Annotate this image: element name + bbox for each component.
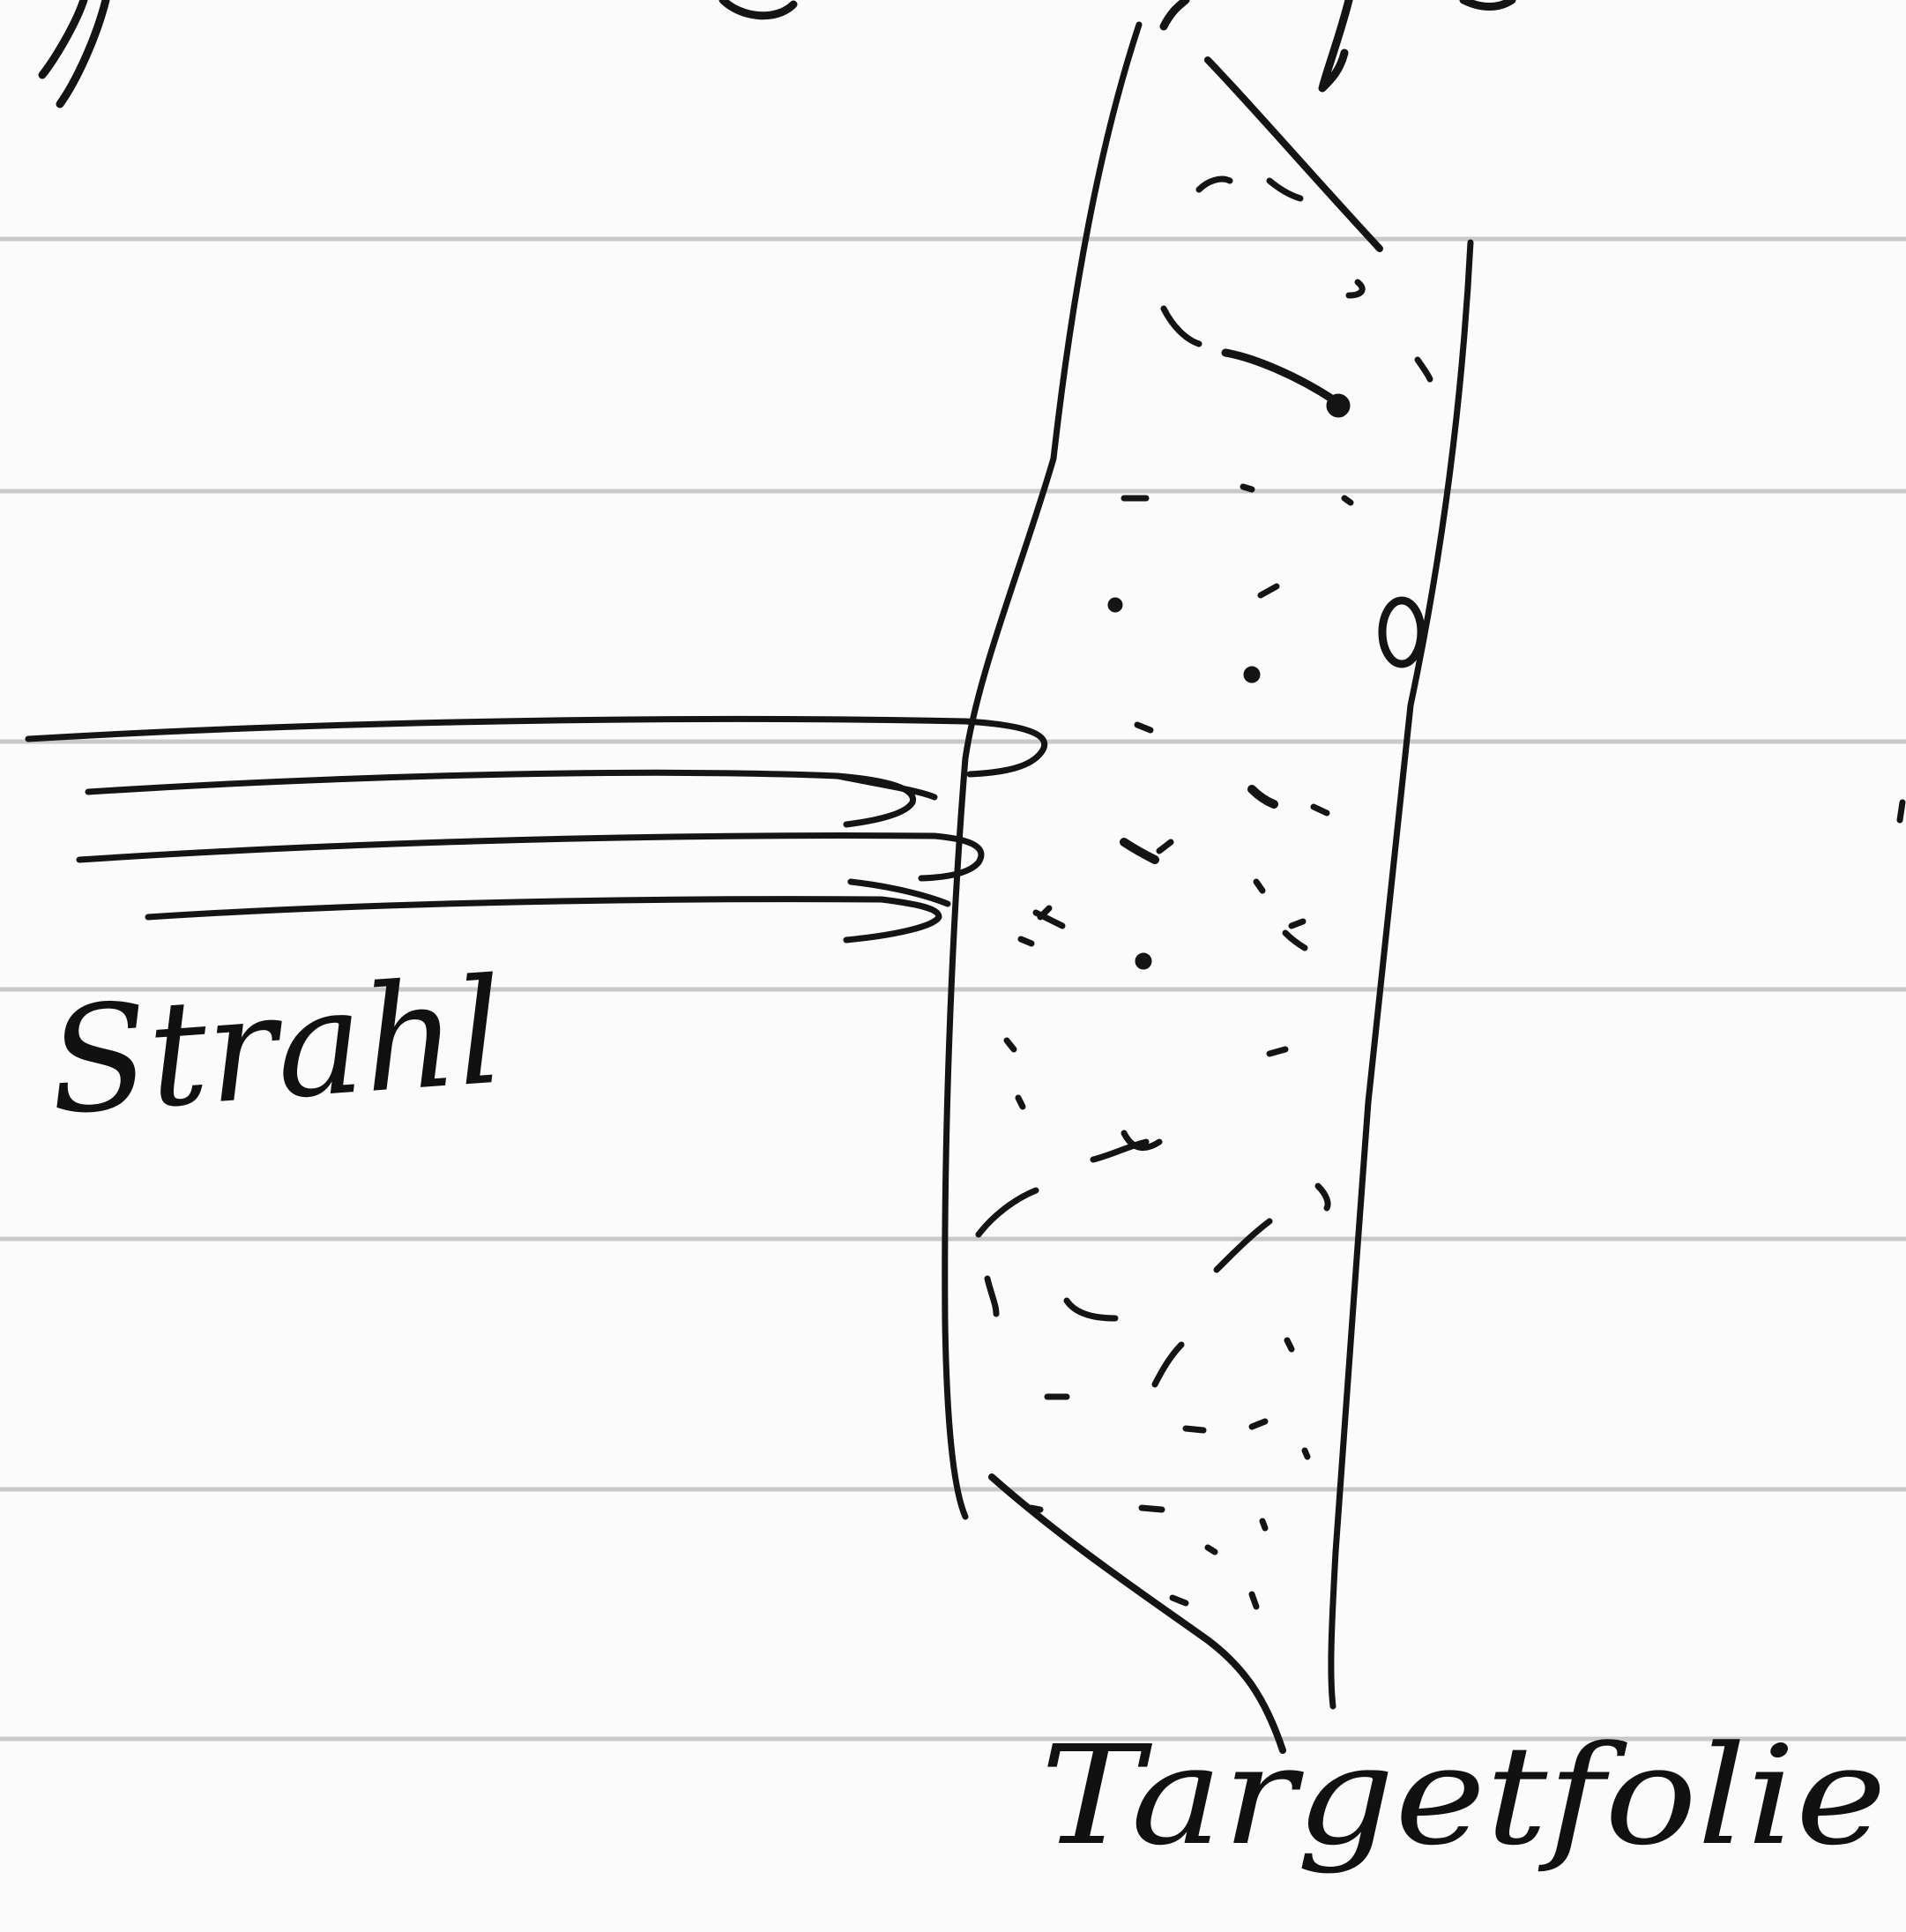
beam-label: Strahl	[43, 946, 509, 1147]
target-foil-label: Targetfolie	[1040, 1716, 1887, 1876]
right-edge-mark	[1900, 802, 1902, 820]
